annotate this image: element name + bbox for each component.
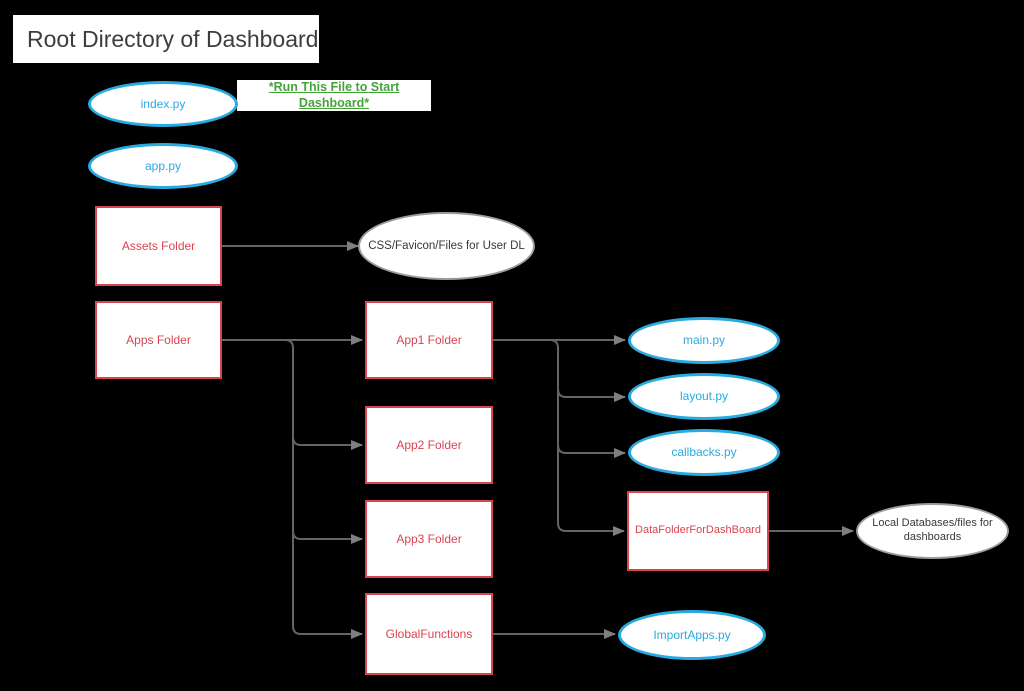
node-data-folder: DataFolderForDashBoard (627, 491, 769, 571)
run-note-label: *Run This File to Start Dashboard* (237, 80, 431, 111)
edge-apps-trunk-to-globalfunctions (284, 339, 363, 639)
edge-apps-to-app3 (292, 530, 363, 544)
edge-app1-trunk-to-datafolder (549, 339, 625, 536)
node-css-favicon: CSS/Favicon/Files for User DL (358, 212, 535, 280)
node-index-py: index.py (88, 81, 238, 127)
edge-apps-to-app2 (292, 436, 363, 450)
node-local-db: Local Databases/files for dashboards (856, 503, 1009, 559)
node-app-py: app.py (88, 143, 238, 189)
node-import-apps: ImportApps.py (618, 610, 766, 660)
node-app3-folder: App3 Folder (365, 500, 493, 578)
node-app1-folder: App1 Folder (365, 301, 493, 379)
edge-app1-to-callbacks (557, 444, 626, 458)
node-global-functions: GlobalFunctions (365, 593, 493, 675)
node-assets-folder: Assets Folder (95, 206, 222, 286)
node-layout-py: layout.py (628, 373, 780, 420)
node-apps-folder: Apps Folder (95, 301, 222, 379)
node-main-py: main.py (628, 317, 780, 364)
node-app2-folder: App2 Folder (365, 406, 493, 484)
edge-app1-to-layout (557, 388, 626, 402)
page-title: Root Directory of Dashboard (13, 15, 319, 63)
node-callbacks-py: callbacks.py (628, 429, 780, 476)
